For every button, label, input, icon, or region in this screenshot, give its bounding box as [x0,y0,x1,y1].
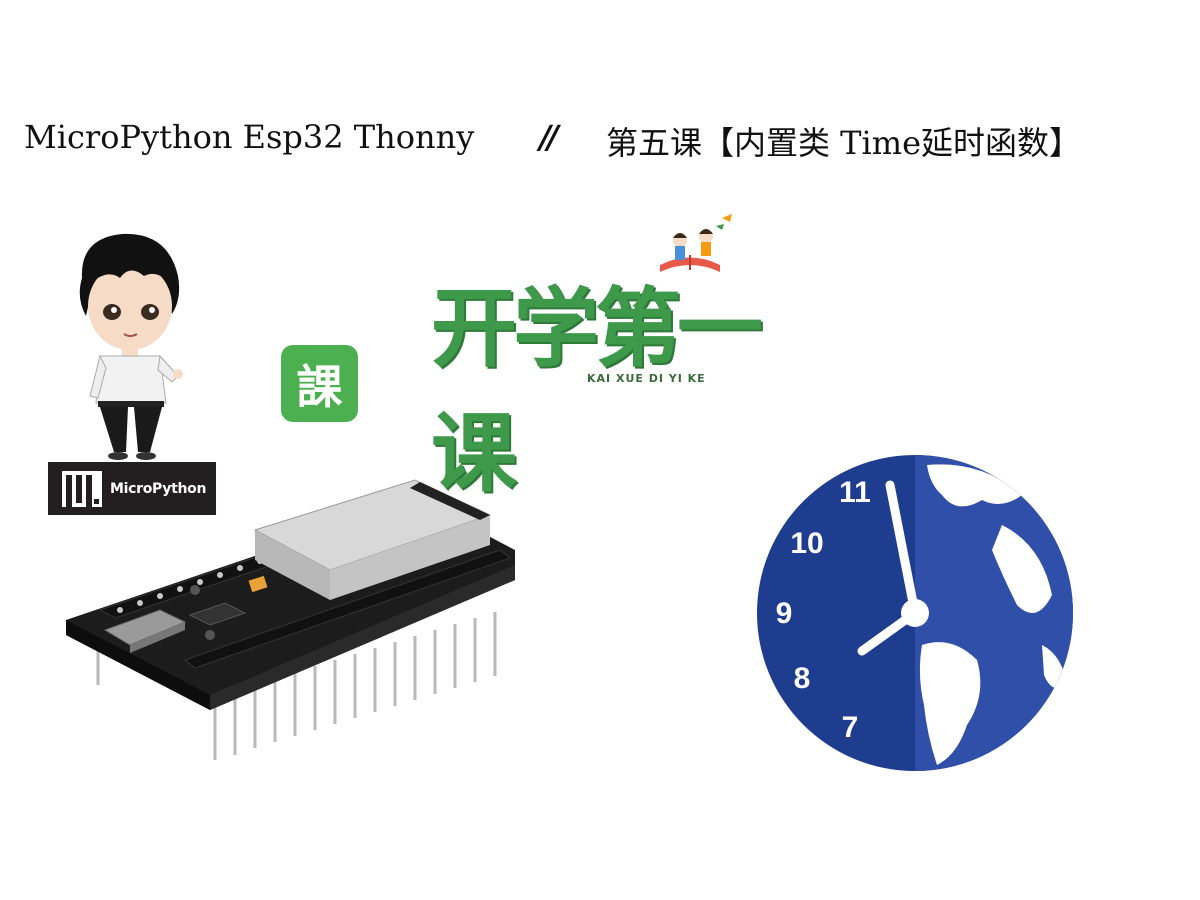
page-title: MicroPython Esp32 Thonny // 第五课【内置类 Time… [24,118,1194,168]
micropython-logo-icon [62,470,102,507]
clock-number-10: 10 [790,527,823,560]
kids-reading-icon [660,214,732,272]
clock-number-7: 7 [842,711,859,744]
title-right: 第五课【内置类 Time延时函数】 [606,124,1082,162]
title-separator: // [539,118,558,156]
clock-number-8: 8 [794,662,811,695]
esp32-board-image [66,479,515,760]
logo-sub-text: KAI XUE DI YI KE [587,372,706,385]
clock-number-11: 11 [839,476,871,509]
world-clock-icon: 11 10 9 8 7 [757,455,1073,771]
clock-number-9: 9 [776,597,793,630]
kaixue-logo: 开学第一课 KAI XUE DI YI KE [425,210,795,504]
micropython-badge: MicroPython [48,462,216,515]
avatar-image [79,233,183,460]
ke-app-icon: 課 [281,345,358,422]
clock-center [901,599,929,627]
title-left: MicroPython Esp32 Thonny [24,118,475,156]
badge-label: MicroPython [110,480,207,497]
logo-main-text: 开学第一课 [431,279,763,504]
minute-hand [885,480,920,618]
